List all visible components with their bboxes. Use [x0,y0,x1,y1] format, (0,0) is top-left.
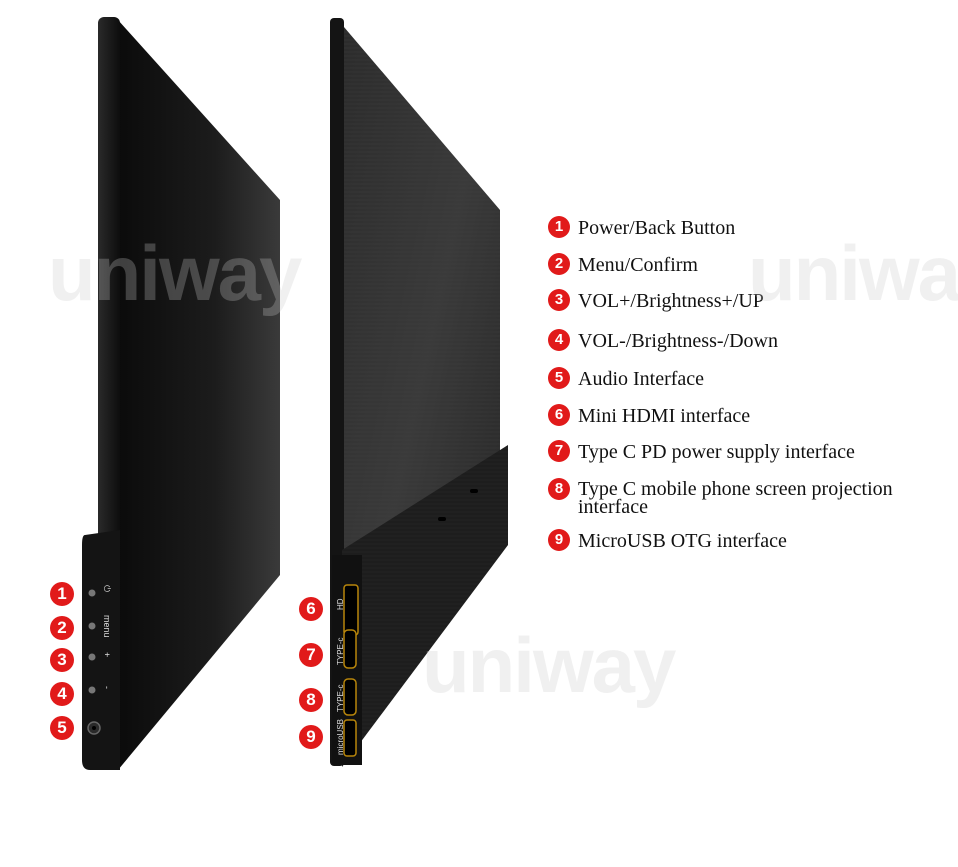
callout-2: 2 [50,616,74,640]
legend-item-6: 6 Mini HDMI interface [548,404,750,426]
watermark-right: uniway [748,229,958,317]
button-label-plus: + [102,652,112,658]
legend-badge-1: 1 [548,216,570,238]
legend-badge-4: 4 [548,329,570,351]
port-label-typec-2: TYPE-c [336,684,345,712]
port-label-hd: HD [336,598,345,610]
legend-label-9: MicroUSB OTG interface [578,530,787,552]
legend-badge-5: 5 [548,367,570,389]
button-label-menu: menu [102,615,112,638]
legend-label-4: VOL-/Brightness-/Down [578,330,778,352]
legend-item-3: 3 VOL+/Brightness+/UP [548,289,764,311]
right-monitor-angled-view [320,15,520,775]
callout-1: 1 [50,582,74,606]
callout-6: 6 [299,597,323,621]
legend-badge-6: 6 [548,404,570,426]
callout-3: 3 [50,648,74,672]
button-label-minus: - [102,686,112,689]
legend-item-9: 9 MicroUSB OTG interface [548,529,787,551]
legend-item-7: 7 Type C PD power supply interface [548,440,855,462]
legend-label-1: Power/Back Button [578,217,736,239]
callout-7: 7 [299,643,323,667]
callout-5: 5 [50,716,74,740]
button-label-power: ⏻ [102,585,112,593]
legend-badge-9: 9 [548,529,570,551]
legend-badge-8: 8 [548,478,570,500]
left-monitor-side-view [80,15,290,775]
legend-item-2: 2 Menu/Confirm [548,253,698,275]
callout-8: 8 [299,688,323,712]
legend-item-1: 1 Power/Back Button [548,216,735,238]
legend-badge-3: 3 [548,289,570,311]
legend-badge-7: 7 [548,440,570,462]
port-label-typec-1: TYPE-c [336,637,345,665]
legend-label-5: Audio Interface [578,368,705,390]
legend-item-4: 4 VOL-/Brightness-/Down [548,329,778,351]
legend-label-2: Menu/Confirm [578,254,698,276]
legend-label-6: Mini HDMI interface [578,405,751,427]
callout-4: 4 [50,682,74,706]
legend-item-5: 5 Audio Interface [548,367,704,389]
legend-badge-2: 2 [548,253,570,275]
legend-item-8: 8 Type C mobile phone screen projection … [548,478,938,518]
callout-9: 9 [299,725,323,749]
legend-label-7: Type C PD power supply interface [578,441,855,463]
port-label-microusb: microUSB [336,718,345,755]
legend-label-3: VOL+/Brightness+/UP [578,290,764,312]
legend-label-8: Type C mobile phone screen projection in… [578,478,893,518]
